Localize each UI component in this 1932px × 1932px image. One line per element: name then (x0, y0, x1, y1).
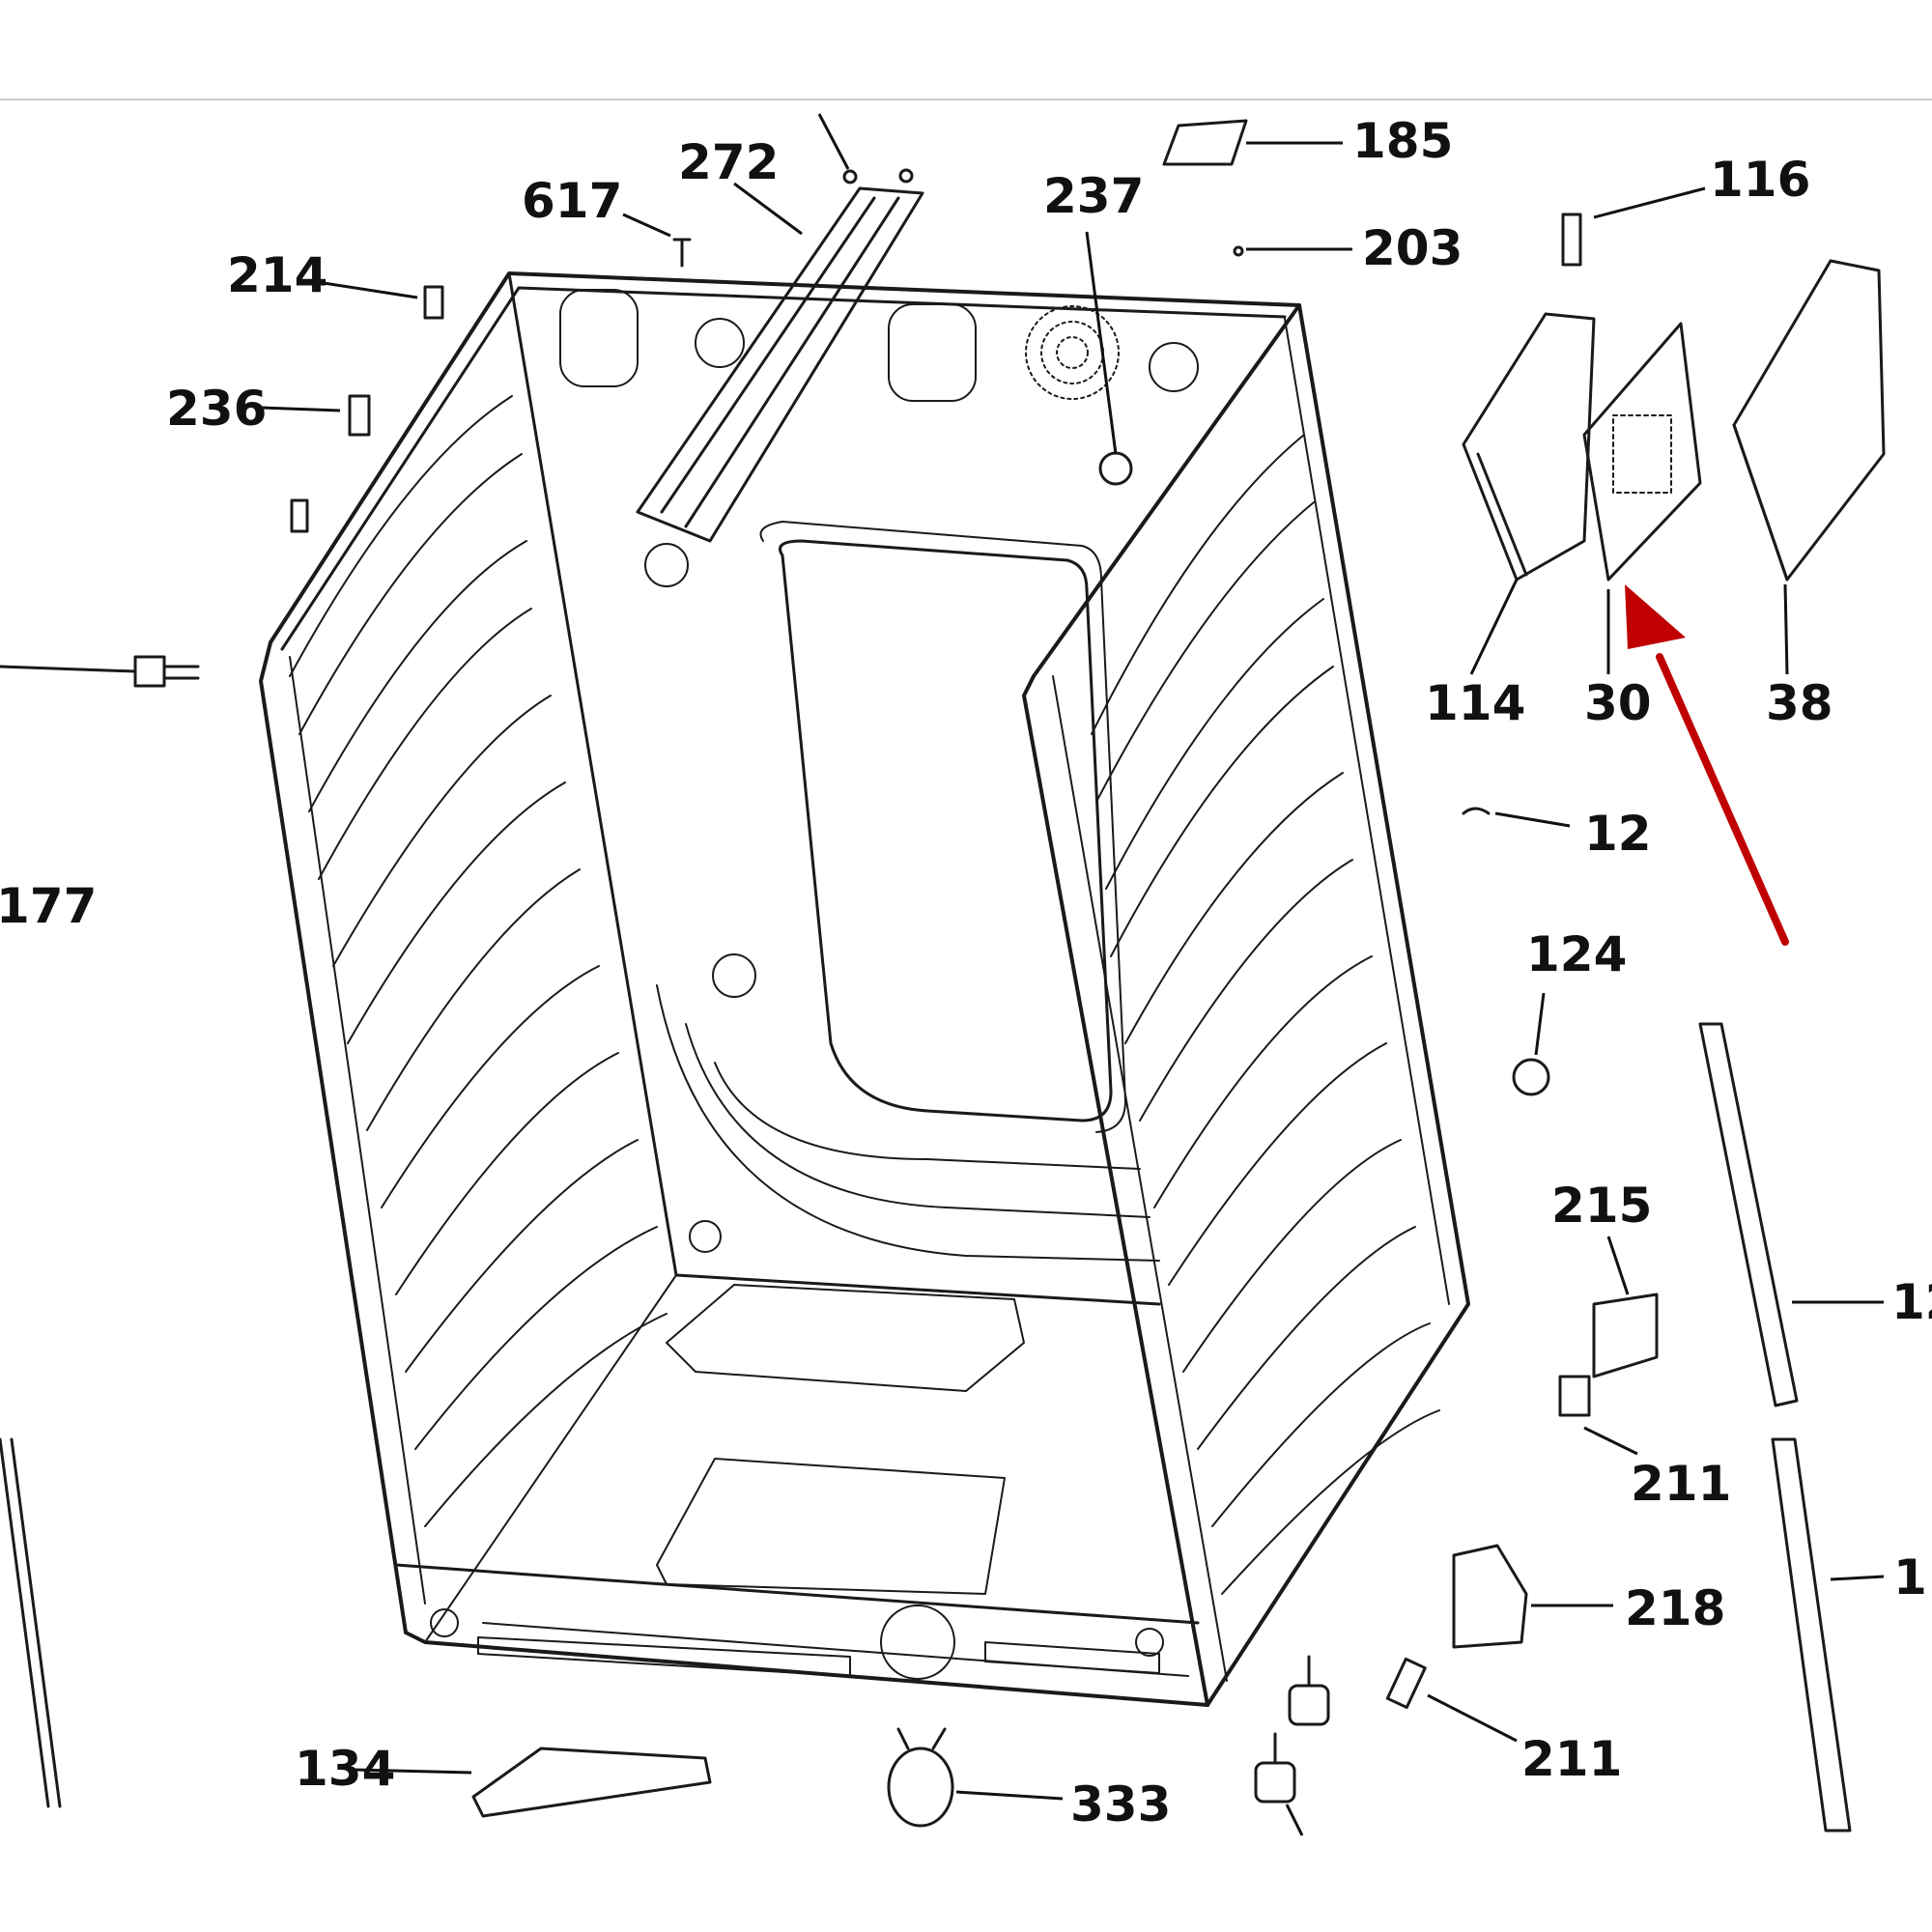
label-12-right: 12 (1891, 1274, 1932, 1330)
callout-labels: 185 116 272 617 237 203 214 236 114 30 3… (0, 113, 1932, 1833)
part-30-control-board (1582, 322, 1702, 582)
part-215-valve (1558, 1293, 1659, 1417)
right-side-panel (1091, 434, 1440, 1595)
part-237-clip (1098, 451, 1133, 486)
label-215: 215 (1551, 1178, 1652, 1234)
label-116: 116 (1710, 152, 1810, 208)
label-114: 114 (1425, 675, 1525, 731)
part-rail-strip-upper (1698, 1022, 1799, 1407)
leader-lines (260, 113, 1885, 1836)
label-12: 12 (1584, 806, 1652, 862)
label-211-lower: 211 (1521, 1731, 1622, 1787)
label-203: 203 (1362, 220, 1463, 276)
top-rail-272 (636, 168, 924, 543)
part-236-clip (348, 394, 371, 437)
label-177: 177 (0, 878, 97, 934)
top-rear-details (559, 289, 1199, 998)
label-214: 214 (227, 247, 327, 303)
part-124-ring (1512, 1058, 1550, 1096)
label-211-upper: 211 (1631, 1456, 1731, 1512)
part-clip-extra (290, 498, 309, 533)
label-134: 134 (295, 1741, 395, 1797)
label-218: 218 (1625, 1580, 1725, 1636)
label-272: 272 (678, 134, 779, 190)
part-333-ring (887, 1727, 954, 1828)
red-arrow (1625, 584, 1789, 946)
label-617: 617 (522, 173, 622, 229)
part-218-valve (1452, 1544, 1528, 1649)
part-211-fitting (1385, 1657, 1427, 1709)
part-rail-strip-lower (1771, 1437, 1852, 1833)
base-cutouts (430, 1220, 1164, 1680)
part-38-cover (1732, 259, 1886, 582)
leveling-feet (1254, 1655, 1330, 1804)
part-116-clip (1561, 213, 1582, 267)
back-panel-window (656, 521, 1160, 1262)
part-134-bracket (471, 1747, 712, 1818)
part-617-screw (672, 238, 692, 268)
left-side-panel (289, 395, 668, 1527)
part-12-clip (1462, 807, 1491, 815)
label-1-right: 1 (1893, 1549, 1927, 1605)
part-214-clip (423, 285, 444, 320)
part-203-screw (1233, 245, 1244, 257)
label-124: 124 (1526, 926, 1627, 982)
label-185: 185 (1352, 113, 1453, 169)
part-185-pad (1162, 119, 1248, 166)
label-237: 237 (1043, 168, 1144, 224)
drain-hose (0, 1437, 62, 1808)
label-236: 236 (166, 381, 267, 437)
label-30: 30 (1584, 675, 1652, 731)
part-114-bracket (1462, 312, 1596, 582)
power-cord (0, 655, 200, 688)
cabinet-frame (259, 271, 1470, 1707)
label-38: 38 (1766, 675, 1833, 731)
label-333: 333 (1070, 1776, 1171, 1833)
vent-grille (1025, 305, 1120, 400)
